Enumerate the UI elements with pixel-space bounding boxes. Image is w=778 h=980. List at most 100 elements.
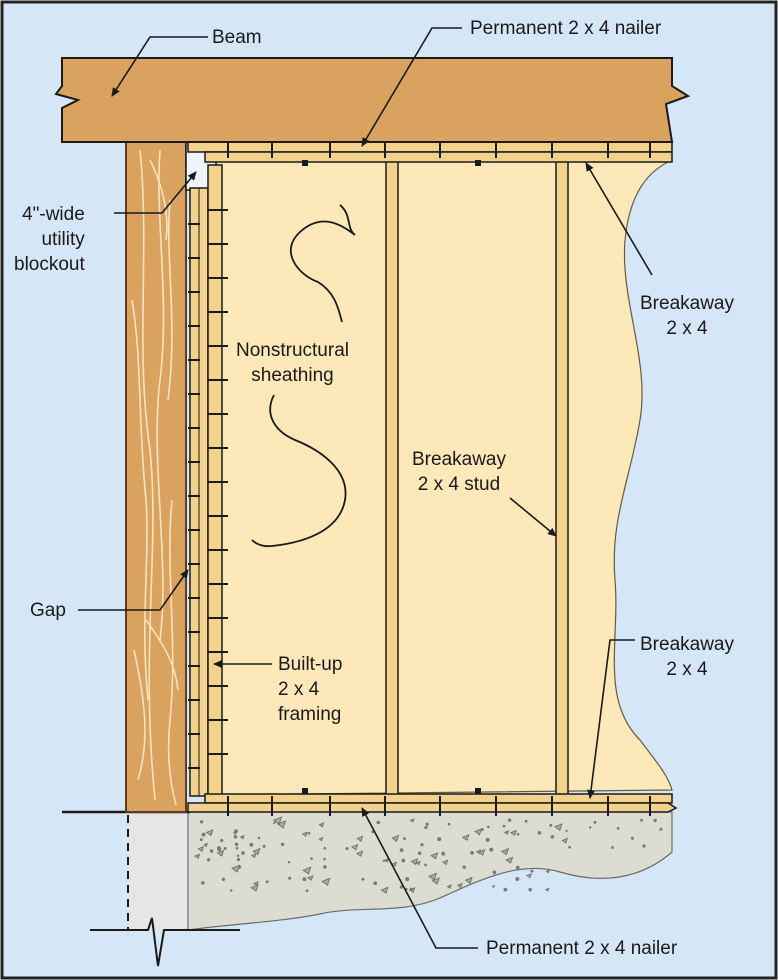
aggregate-dot xyxy=(220,838,224,843)
aggregate-stone xyxy=(477,848,486,856)
aggregate-dot xyxy=(361,877,365,881)
aggregate-dot xyxy=(515,865,520,870)
aggregate-stone xyxy=(205,829,214,837)
aggregate-dot xyxy=(323,865,327,869)
aggregate-stone xyxy=(239,834,245,840)
aggregate-dot xyxy=(201,881,205,885)
aggregate-dot xyxy=(307,831,311,835)
leader-nailer-bottom xyxy=(361,807,478,949)
aggregate-dot xyxy=(537,830,542,835)
aggregate-dot xyxy=(589,826,592,829)
aggregate-dot xyxy=(492,870,497,875)
aggregate-dot xyxy=(611,846,614,849)
aggregate-stone xyxy=(318,822,325,828)
aggregate-dot xyxy=(288,876,292,880)
aggregate-stone xyxy=(250,884,259,892)
aggregate-stone xyxy=(505,856,514,864)
aggregate-dot xyxy=(376,820,381,825)
aggregate-dot xyxy=(262,844,266,848)
label-permanent-nailer-bottom: Permanent 2 x 4 nailer xyxy=(486,938,678,959)
aggregate-stone xyxy=(428,872,438,881)
aggregate-dot xyxy=(424,825,428,830)
aggregate-dot xyxy=(550,834,555,839)
aggregate-dot xyxy=(528,888,532,892)
aggregate-stone xyxy=(272,816,283,825)
aggregate-dot xyxy=(409,887,414,891)
breakaway-stud-1 xyxy=(385,159,399,796)
aggregate-dot xyxy=(280,842,285,847)
aggregate-stone xyxy=(561,837,569,844)
aggregate-dot xyxy=(642,844,646,848)
aggregate-dot xyxy=(399,885,403,889)
aggregate-dot xyxy=(593,820,597,824)
aggregate-dot xyxy=(616,827,620,830)
framing-nails xyxy=(188,209,228,769)
label-permanent-nailer-top: Permanent 2 x 4 nailer xyxy=(470,18,662,39)
label-breakaway-bottom: Breakaway 2 x 4 xyxy=(640,634,734,680)
aggregate-dot xyxy=(305,889,309,893)
label-nonstructural-sheathing: Nonstructural sheathing xyxy=(236,340,349,386)
aggregate-stone xyxy=(446,884,452,889)
label-gap: Gap xyxy=(30,600,66,621)
nail-head xyxy=(302,160,308,166)
aggregate-dot xyxy=(201,832,206,837)
aggregate-stone xyxy=(500,847,510,856)
wood-post xyxy=(125,141,187,813)
aggregate-stone xyxy=(383,857,390,863)
aggregate-stone xyxy=(380,886,389,894)
aggregate-dot xyxy=(549,823,553,827)
aggregate-dot xyxy=(200,820,204,824)
aggregate-dot xyxy=(524,819,528,823)
aggregate-dot xyxy=(568,845,572,849)
aggregate-dot xyxy=(653,818,657,823)
aggregate-stone xyxy=(554,823,563,831)
aggregate-stone xyxy=(197,846,205,853)
sheathing-squiggle-lower xyxy=(251,394,347,548)
aggregate-dot xyxy=(233,835,238,839)
footing-break-symbol xyxy=(90,917,240,967)
aggregate-dot xyxy=(323,857,326,861)
leader-nailer-top xyxy=(361,27,462,147)
aggregate-dot xyxy=(507,818,512,822)
aggregate-stone xyxy=(252,847,261,856)
aggregate-dot xyxy=(486,825,490,829)
breakaway-stud-2 xyxy=(555,159,569,796)
aggregate-dot xyxy=(565,829,568,833)
aggregate-dot xyxy=(249,842,254,847)
leader-blockout xyxy=(114,171,197,214)
aggregate-dot xyxy=(405,877,410,882)
aggregate-stone xyxy=(475,849,482,855)
leader-beam xyxy=(111,36,208,97)
aggregate-dot xyxy=(234,842,239,847)
aggregate-stone xyxy=(250,853,257,859)
aggregate-dot xyxy=(236,854,240,858)
leader-breakaway-bottom xyxy=(587,639,635,799)
label-beam: Beam xyxy=(212,27,262,48)
aggregate-stone xyxy=(525,872,532,879)
aggregate-dot xyxy=(235,846,239,850)
aggregate-dot xyxy=(221,877,226,881)
aggregate-stone xyxy=(464,876,473,885)
aggregate-dot xyxy=(199,838,203,842)
aggregate-dot xyxy=(516,832,520,836)
aggregate-stone xyxy=(391,834,400,842)
aggregate-dot xyxy=(530,869,534,873)
aggregate-dot xyxy=(223,847,227,850)
aggregate-dot xyxy=(302,877,307,882)
bottom-breakaway-plate xyxy=(204,793,673,804)
aggregate-stone xyxy=(461,834,470,842)
aggregate-dot xyxy=(630,836,634,840)
leader-gap xyxy=(78,569,189,611)
aggregate-dot xyxy=(206,858,211,862)
aggregate-stone xyxy=(203,842,209,848)
aggregate-stone xyxy=(545,869,551,874)
label-breakaway-top: Breakaway 2 x 4 xyxy=(640,293,734,339)
nail-head xyxy=(475,788,481,794)
aggregate-dot xyxy=(209,849,214,853)
aggregate-stone xyxy=(409,818,415,823)
aggregate-stone xyxy=(430,852,439,860)
aggregate-stone xyxy=(391,861,398,867)
aggregate-stone xyxy=(356,835,364,842)
aggregate-stone xyxy=(355,850,364,857)
post-grain xyxy=(131,149,179,806)
